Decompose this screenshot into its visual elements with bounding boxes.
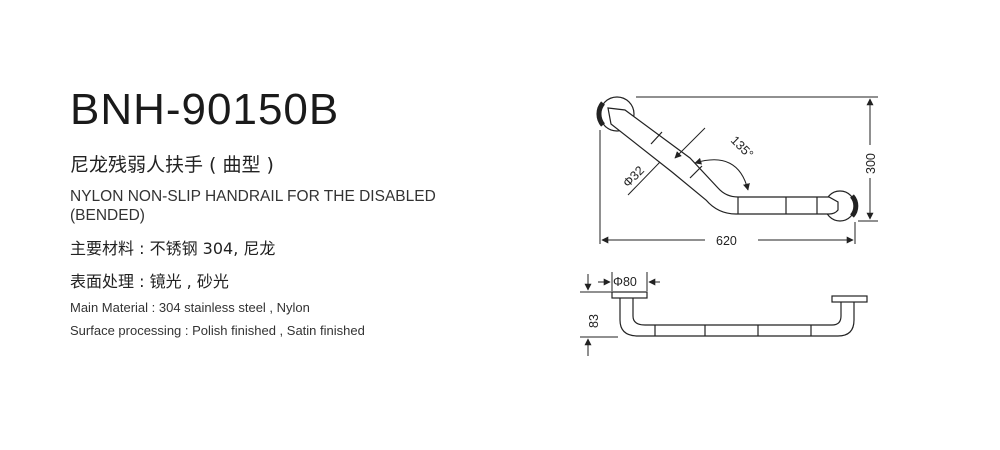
product-name-cn: 尼龙残弱人扶手 ( 曲型 ) — [70, 154, 274, 176]
angle-label: 135° — [728, 133, 756, 161]
material-cn: 主要材料 : 不锈钢 304, 尼龙 — [70, 239, 276, 258]
height-dimension — [636, 96, 878, 222]
segment-seam — [650, 131, 663, 145]
material-en: Main Material : 304 stainless steel , Ny… — [70, 300, 310, 315]
top-view — [596, 96, 859, 222]
height-label: 300 — [864, 153, 878, 174]
model-number: BNH-90150B — [70, 85, 340, 134]
side-view — [611, 291, 868, 337]
length-dimension — [599, 130, 856, 244]
tube-diameter-dimension — [627, 127, 706, 196]
flange-diameter-label: Φ80 — [613, 275, 637, 289]
projection-dimension — [580, 274, 618, 356]
finish-cn: 表面处理 : 镜光 , 砂光 — [70, 272, 229, 291]
right-flange-side-icon — [831, 295, 868, 303]
handrail-tube-outer — [607, 107, 839, 215]
product-info: BNH-90150B 尼龙残弱人扶手 ( 曲型 ) NYLON NON-SLIP… — [70, 85, 490, 339]
product-name-en-line1: NYLON NON-SLIP HANDRAIL FOR THE DISABLED — [70, 188, 436, 205]
finish-en: Surface processing : Polish finished , S… — [70, 323, 365, 338]
angle-arc — [694, 157, 750, 191]
projection-label: 83 — [587, 314, 601, 328]
length-label: 620 — [716, 234, 737, 248]
flange-diameter-dimension — [598, 272, 660, 291]
tube-diameter-label: Φ32 — [620, 163, 647, 190]
product-name-en-line2: (BENDED) — [70, 207, 145, 224]
left-flange-side-icon — [611, 291, 648, 299]
